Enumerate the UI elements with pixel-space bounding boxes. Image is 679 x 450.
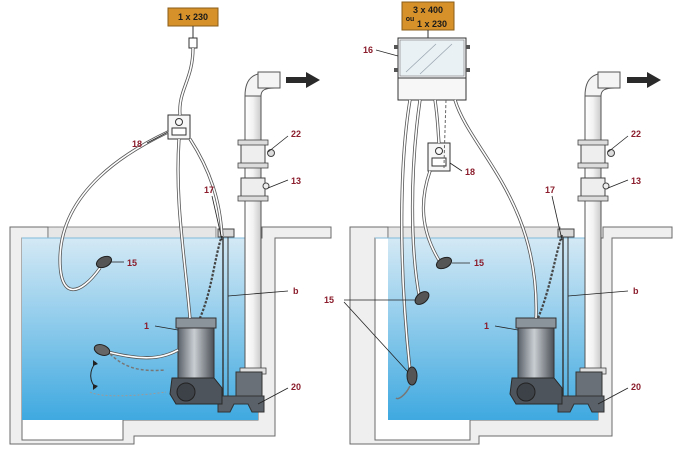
left-flow-arrow-icon — [286, 72, 320, 88]
left-valve-flange — [237, 139, 269, 146]
right-control-switch — [431, 157, 447, 167]
left-pump-float — [93, 344, 111, 356]
right-check-knob — [602, 182, 610, 190]
label-left-18: 18 — [132, 139, 142, 149]
label-right-13: 13 — [631, 176, 641, 186]
right-valve-flange — [577, 139, 609, 146]
right-lifting-chain — [536, 234, 564, 319]
right-cabinet-latch — [466, 45, 470, 49]
left-float-tether — [109, 353, 166, 372]
right-cabinet-base — [397, 77, 467, 101]
right-leader-lines — [343, 49, 629, 405]
left-pump-base — [217, 395, 265, 413]
right-cabinet-glass — [399, 39, 465, 77]
label-right-20: 20 — [631, 382, 641, 392]
left-valve-body — [240, 143, 266, 165]
right-float-switch-low — [406, 366, 418, 386]
right-power-supply-box — [401, 1, 455, 31]
right-cabinet-hinge-2 — [394, 68, 398, 72]
left-guide-bracket — [217, 228, 235, 238]
label-left-1: 1 — [144, 321, 149, 331]
right-cabinet-hinge — [394, 45, 398, 49]
left-float-switch — [95, 255, 113, 269]
left-pump-cap — [175, 317, 217, 329]
right-valve-body — [580, 143, 606, 165]
left-control-dial-icon — [175, 118, 183, 126]
right-pump-base — [557, 395, 605, 413]
label-left-20: 20 — [291, 382, 301, 392]
left-floor-slab — [47, 226, 217, 239]
left-valve-handle — [267, 149, 275, 157]
left-swing-arrowheads-icon — [93, 360, 98, 390]
left-leader-lines — [110, 131, 289, 405]
right-float-switch-top — [435, 256, 453, 270]
right-glass-glare — [405, 43, 437, 73]
label-left-22: 22 — [291, 129, 301, 139]
left-check-knob — [262, 182, 270, 190]
right-cables-inner — [400, 99, 537, 371]
left-lifting-chain — [198, 234, 224, 319]
label-left-17: 17 — [204, 185, 214, 195]
label-right-16: 16 — [363, 45, 373, 55]
label-right-15-floats: 15 — [324, 295, 334, 305]
label-right-1: 1 — [484, 321, 489, 331]
right-pump-cap — [515, 317, 557, 329]
right-flow-arrow-icon — [627, 72, 661, 88]
label-right-15-top: 15 — [474, 258, 484, 268]
right-pipe-top — [597, 71, 621, 89]
left-plug-icon — [188, 37, 198, 49]
label-right-18: 18 — [465, 167, 475, 177]
right-float-switch-mid — [414, 291, 430, 305]
left-check-flange — [237, 195, 269, 202]
right-cabinet-latch-2 — [466, 68, 470, 72]
left-pipe-top — [257, 71, 281, 89]
right-check-flange — [577, 195, 609, 202]
left-float-dashed-path — [89, 391, 167, 397]
label-left-13: 13 — [291, 176, 301, 186]
right-pump-inlet — [516, 382, 536, 402]
right-water — [388, 238, 598, 420]
left-power-label: 1 x 230 — [178, 12, 208, 22]
left-base-elbow — [235, 371, 263, 397]
left-cables-inner — [59, 47, 223, 359]
label-left-15: 15 — [127, 258, 137, 268]
label-left-b: b — [293, 286, 299, 296]
right-control-dial-icon — [435, 147, 443, 155]
right-valve-flange-lower — [577, 162, 609, 169]
left-valve-flange-lower — [237, 162, 269, 169]
left-installation: 1 x 230 — [9, 7, 332, 445]
right-power-line1: 3 x 400 — [413, 5, 443, 15]
right-power-line2: 1 x 230 — [417, 19, 447, 29]
right-valve-handle — [607, 149, 615, 157]
right-installation: 3 x 400 ou 1 x 230 — [324, 1, 673, 445]
right-guide-bracket — [557, 228, 575, 238]
label-right-17: 17 — [545, 185, 555, 195]
label-right-b: b — [633, 286, 639, 296]
right-power-ou: ou — [406, 16, 415, 23]
right-base-elbow — [575, 371, 603, 397]
right-float-low-tail — [395, 385, 411, 400]
label-right-22: 22 — [631, 129, 641, 139]
right-glass-glare-2 — [419, 43, 453, 75]
left-control-switch — [171, 127, 187, 136]
right-dashed-cable — [443, 99, 447, 171]
left-pump-inlet — [176, 382, 196, 402]
